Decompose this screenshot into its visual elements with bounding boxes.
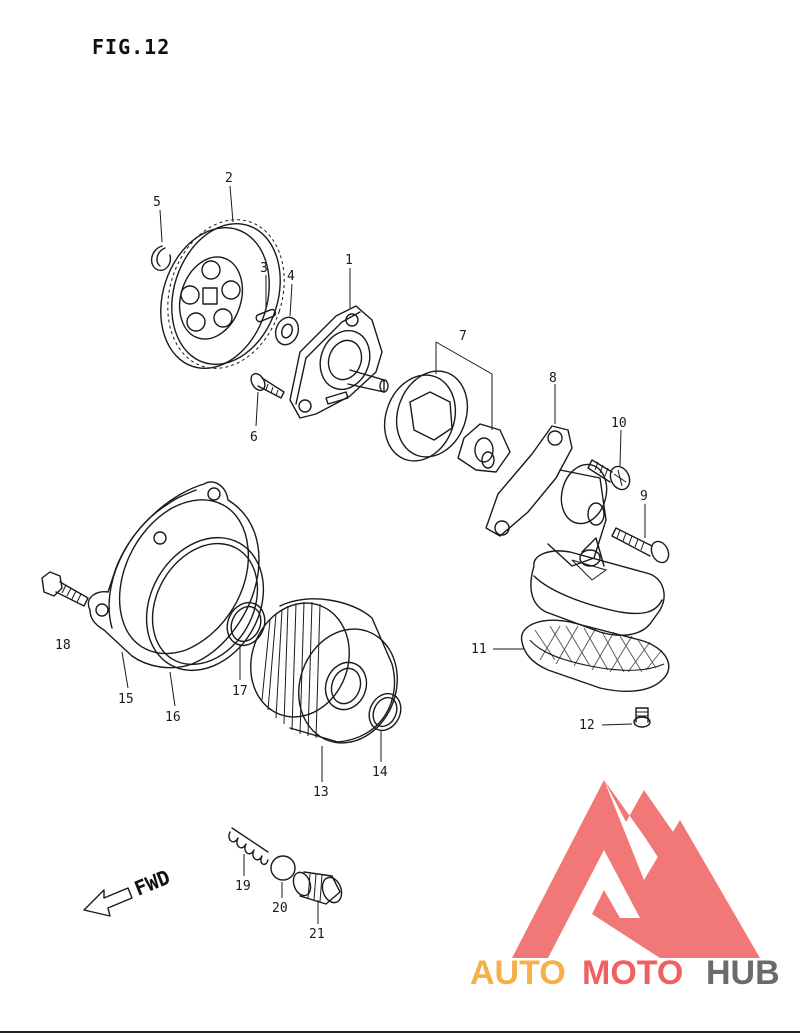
part-18-bolt xyxy=(41,571,89,607)
part-19-spring xyxy=(228,827,269,866)
part-14-o-ring xyxy=(368,692,402,732)
part-label-15: 15 xyxy=(118,692,134,707)
part-11-strainer-screen xyxy=(520,619,670,692)
part-label-11: 11 xyxy=(471,642,487,657)
part-labels: 2 5 3 4 1 6 7 8 10 9 11 12 13 14 15 16 1… xyxy=(55,171,648,942)
part-3-pin xyxy=(255,308,277,323)
part-label-16: 16 xyxy=(165,710,181,725)
part-label-9: 9 xyxy=(640,489,648,504)
part-5-circlip xyxy=(151,245,172,271)
part-12-screw xyxy=(633,707,651,728)
part-16-o-ring xyxy=(145,536,265,672)
part-2-gear xyxy=(160,219,285,370)
part-15-filter-cap xyxy=(87,481,260,669)
leader-lines xyxy=(121,185,646,924)
part-label-21: 21 xyxy=(309,927,325,942)
fwd-label: FWD xyxy=(131,865,173,901)
part-label-18: 18 xyxy=(55,638,71,653)
part-21-plug xyxy=(292,871,343,905)
part-label-17: 17 xyxy=(232,684,248,699)
part-label-1: 1 xyxy=(345,253,353,268)
part-label-10: 10 xyxy=(611,416,627,431)
watermark-logo xyxy=(512,780,760,958)
part-label-13: 13 xyxy=(313,785,329,800)
part-label-6: 6 xyxy=(250,430,258,445)
part-label-20: 20 xyxy=(272,901,288,916)
brand-auto: AUTO xyxy=(470,954,566,992)
part-4-washer xyxy=(274,316,300,346)
part-10-screw xyxy=(587,459,631,491)
part-7-rotor-set xyxy=(383,341,511,473)
part-label-14: 14 xyxy=(372,765,388,780)
brand-moto: MOTO xyxy=(582,954,683,992)
figure-title: FIG.12 xyxy=(92,35,170,59)
brand-hub: HUB xyxy=(706,954,780,992)
part-1-pump-body xyxy=(289,305,389,419)
part-label-7: 7 xyxy=(459,329,467,344)
part-label-12: 12 xyxy=(579,718,595,733)
fwd-arrow: FWD xyxy=(83,865,173,917)
part-label-5: 5 xyxy=(153,195,161,210)
part-label-19: 19 xyxy=(235,879,251,894)
part-label-3: 3 xyxy=(260,261,268,276)
part-label-8: 8 xyxy=(549,371,557,386)
part-13-oil-filter xyxy=(250,598,398,744)
part-label-4: 4 xyxy=(287,269,295,284)
part-label-2: 2 xyxy=(225,171,233,186)
watermark-text: AUTO MOTO HUB xyxy=(470,954,780,992)
part-8-strainer-case xyxy=(485,425,665,636)
part-17-o-ring-small xyxy=(226,601,266,647)
part-9-bolt xyxy=(611,527,670,564)
part-6-screw xyxy=(250,372,285,399)
part-20-ball xyxy=(270,855,296,881)
